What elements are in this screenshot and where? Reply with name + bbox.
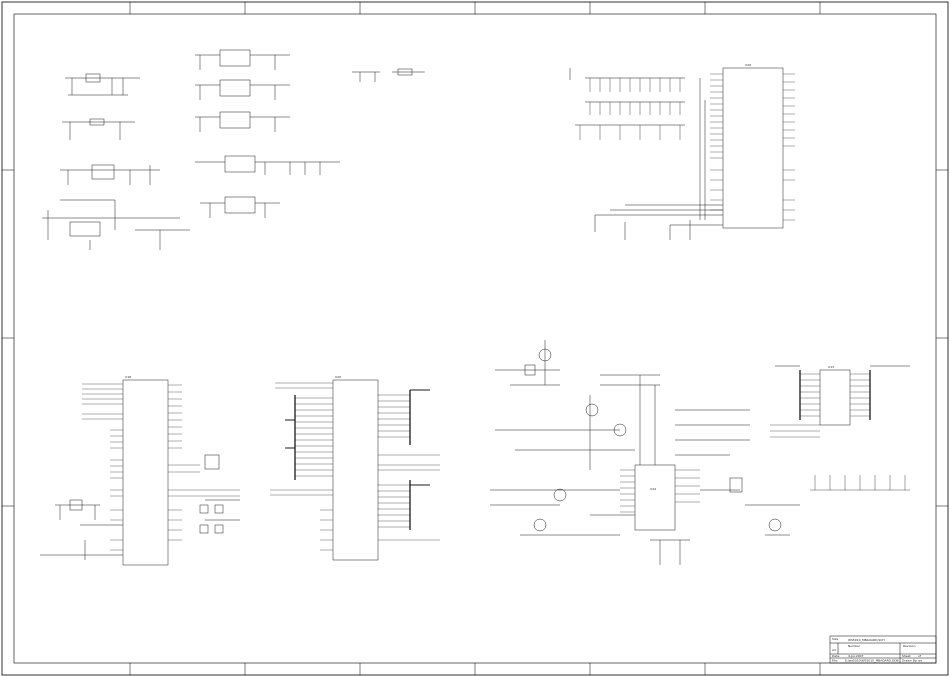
- mcu-top-section: [569, 67, 795, 240]
- mcu-bottom-mid-section: [270, 379, 440, 561]
- sheet-title: WS5010_MBAOARD.SCH: [848, 638, 885, 642]
- mcu-u18-label: U18: [125, 375, 131, 379]
- date-label: Date:: [832, 654, 840, 658]
- connector-u13-label: U13: [828, 365, 834, 369]
- date-value: 4-Jul-2007: [848, 654, 864, 658]
- ic-u24-label: U24: [650, 487, 656, 491]
- drawn-value: ws: [918, 659, 922, 663]
- number-label: Number: [848, 644, 861, 648]
- regulator-stack: [195, 49, 425, 218]
- connector-section: [770, 365, 910, 491]
- size-label: Size: [832, 637, 838, 641]
- file-label: File:: [832, 659, 838, 663]
- mcu-u20: [332, 379, 379, 561]
- ic-u24: [634, 464, 676, 531]
- sheet-value: of: [918, 654, 922, 658]
- size-value: A3: [832, 648, 836, 652]
- analog-section: [490, 340, 800, 565]
- mcu-u29-label: U29: [745, 63, 751, 67]
- drawn-label: Drawn By:: [902, 659, 917, 663]
- revision-label: Revision: [903, 644, 916, 648]
- inner-frame: [13, 13, 937, 664]
- title-block: [829, 635, 937, 664]
- power-supply-section: [42, 73, 190, 250]
- connector-u13: [819, 369, 851, 426]
- mcu-bottom-left-section: [40, 379, 240, 566]
- sheet-label: Sheet: [902, 654, 911, 658]
- mcu-u20-label: U20: [335, 375, 341, 379]
- mcu-u29: [722, 67, 784, 229]
- mcu-u18: [122, 379, 169, 566]
- file-value: E:\ws5010\WS5010_MBAOARD.DDB: [845, 659, 899, 663]
